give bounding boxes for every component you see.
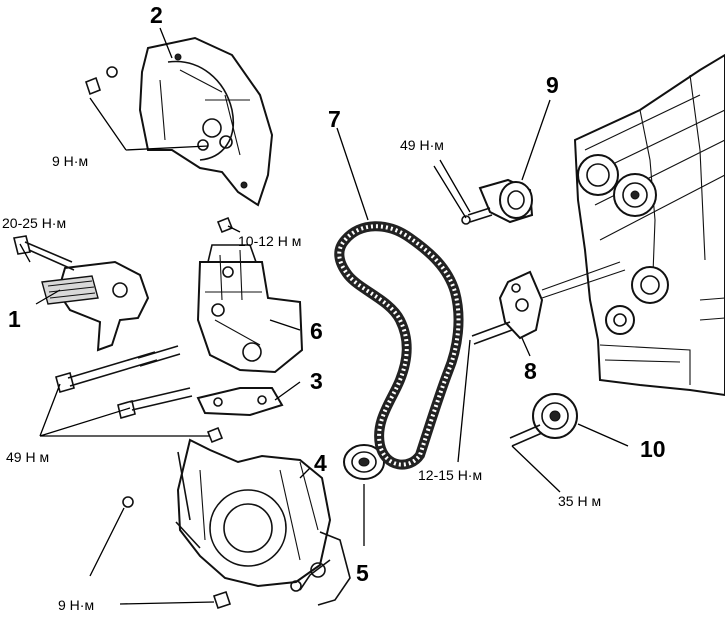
tensioner-arm <box>471 261 626 345</box>
cover-bolts-upper <box>85 66 234 234</box>
leader-lines <box>19 27 629 605</box>
mount-plate <box>196 387 284 417</box>
engine-mount-bracket <box>196 244 304 374</box>
callout-1: 1 <box>8 306 21 332</box>
torque-cover-upper: 9 Н·м <box>52 153 89 169</box>
tensioner-pulley <box>461 178 534 225</box>
torque-cover-lower-bolt: 10-12 Н м <box>238 233 302 249</box>
engine-block <box>573 53 725 397</box>
callout-5: 5 <box>356 560 369 586</box>
bracket-bolts <box>55 345 224 444</box>
torque-tensioner-stud: 20-25 Н·м <box>2 215 67 231</box>
callout-7: 7 <box>328 106 341 132</box>
timing-belt <box>334 221 464 470</box>
callout-8: 8 <box>524 358 537 384</box>
lower-timing-cover <box>122 438 351 610</box>
torque-tensioner-pulley: 49 Н·м <box>400 137 444 153</box>
torque-front-cover: 9 Н·м <box>58 597 95 613</box>
callout-9: 9 <box>546 72 559 98</box>
callout-10: 10 <box>640 436 666 462</box>
torque-idler-pulley: 35 Н м <box>558 493 602 509</box>
callout-4: 4 <box>314 450 327 476</box>
callout-2: 2 <box>150 2 163 28</box>
idler-pulley <box>509 393 578 447</box>
tensioner-bracket <box>13 235 150 352</box>
torque-tensioner-arm: 12-15 Н·м <box>418 467 483 483</box>
callout-6: 6 <box>310 318 323 344</box>
crankshaft-seal <box>343 444 385 480</box>
upper-timing-cover <box>138 36 274 207</box>
torque-bracket-bolts: 49 Н м <box>6 449 50 465</box>
callout-3: 3 <box>310 368 323 394</box>
